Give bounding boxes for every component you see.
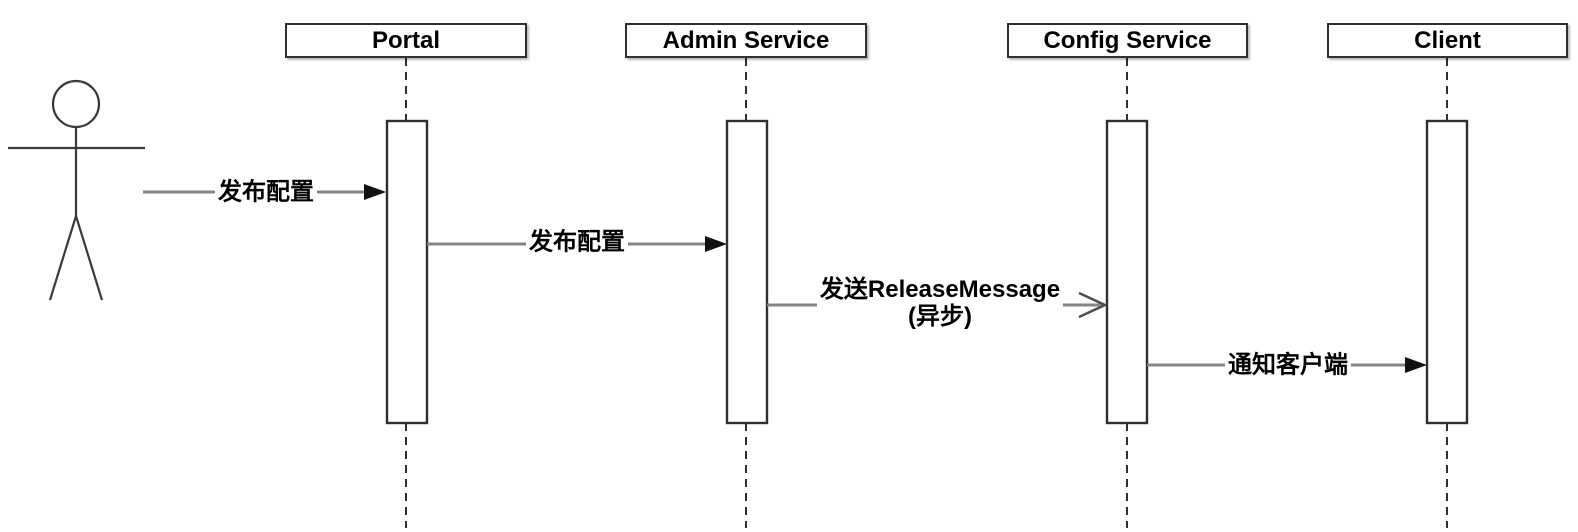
participant-label: Admin Service bbox=[662, 26, 830, 54]
arrowhead-filled bbox=[364, 184, 386, 200]
participant-label: Client bbox=[1414, 26, 1481, 54]
participant-box-config-service: Config Service bbox=[1007, 23, 1248, 58]
participant-label: Portal bbox=[371, 26, 440, 54]
participant-box-portal: Portal bbox=[285, 23, 527, 58]
message-label-line1: 发送ReleaseMessage bbox=[819, 276, 1061, 303]
arrowhead-filled bbox=[705, 236, 727, 252]
arrowhead-open bbox=[1078, 291, 1108, 319]
activation-bar-client bbox=[1425, 119, 1469, 425]
activation-bar-portal bbox=[385, 119, 429, 425]
arrowhead-filled bbox=[1405, 357, 1427, 373]
message-label-publish-config-2: 发布配置 bbox=[526, 228, 628, 256]
message-label-line2: (异步) bbox=[908, 303, 972, 330]
participant-box-admin-service: Admin Service bbox=[625, 23, 867, 58]
actor-left-leg bbox=[48, 215, 78, 301]
participant-box-client: Client bbox=[1327, 23, 1568, 58]
actor-right-leg bbox=[74, 215, 104, 301]
actor-head bbox=[51, 79, 101, 129]
message-label-notify-client: 通知客户端 bbox=[1225, 351, 1351, 379]
activation-bar-config-service bbox=[1105, 119, 1149, 425]
activation-bar-admin-service bbox=[725, 119, 769, 425]
message-label-publish-config-1: 发布配置 bbox=[215, 178, 317, 206]
participant-label: Config Service bbox=[1043, 26, 1212, 54]
actor-icon bbox=[8, 79, 145, 301]
message-label-release-message: 发送ReleaseMessage (异步) bbox=[816, 276, 1064, 330]
